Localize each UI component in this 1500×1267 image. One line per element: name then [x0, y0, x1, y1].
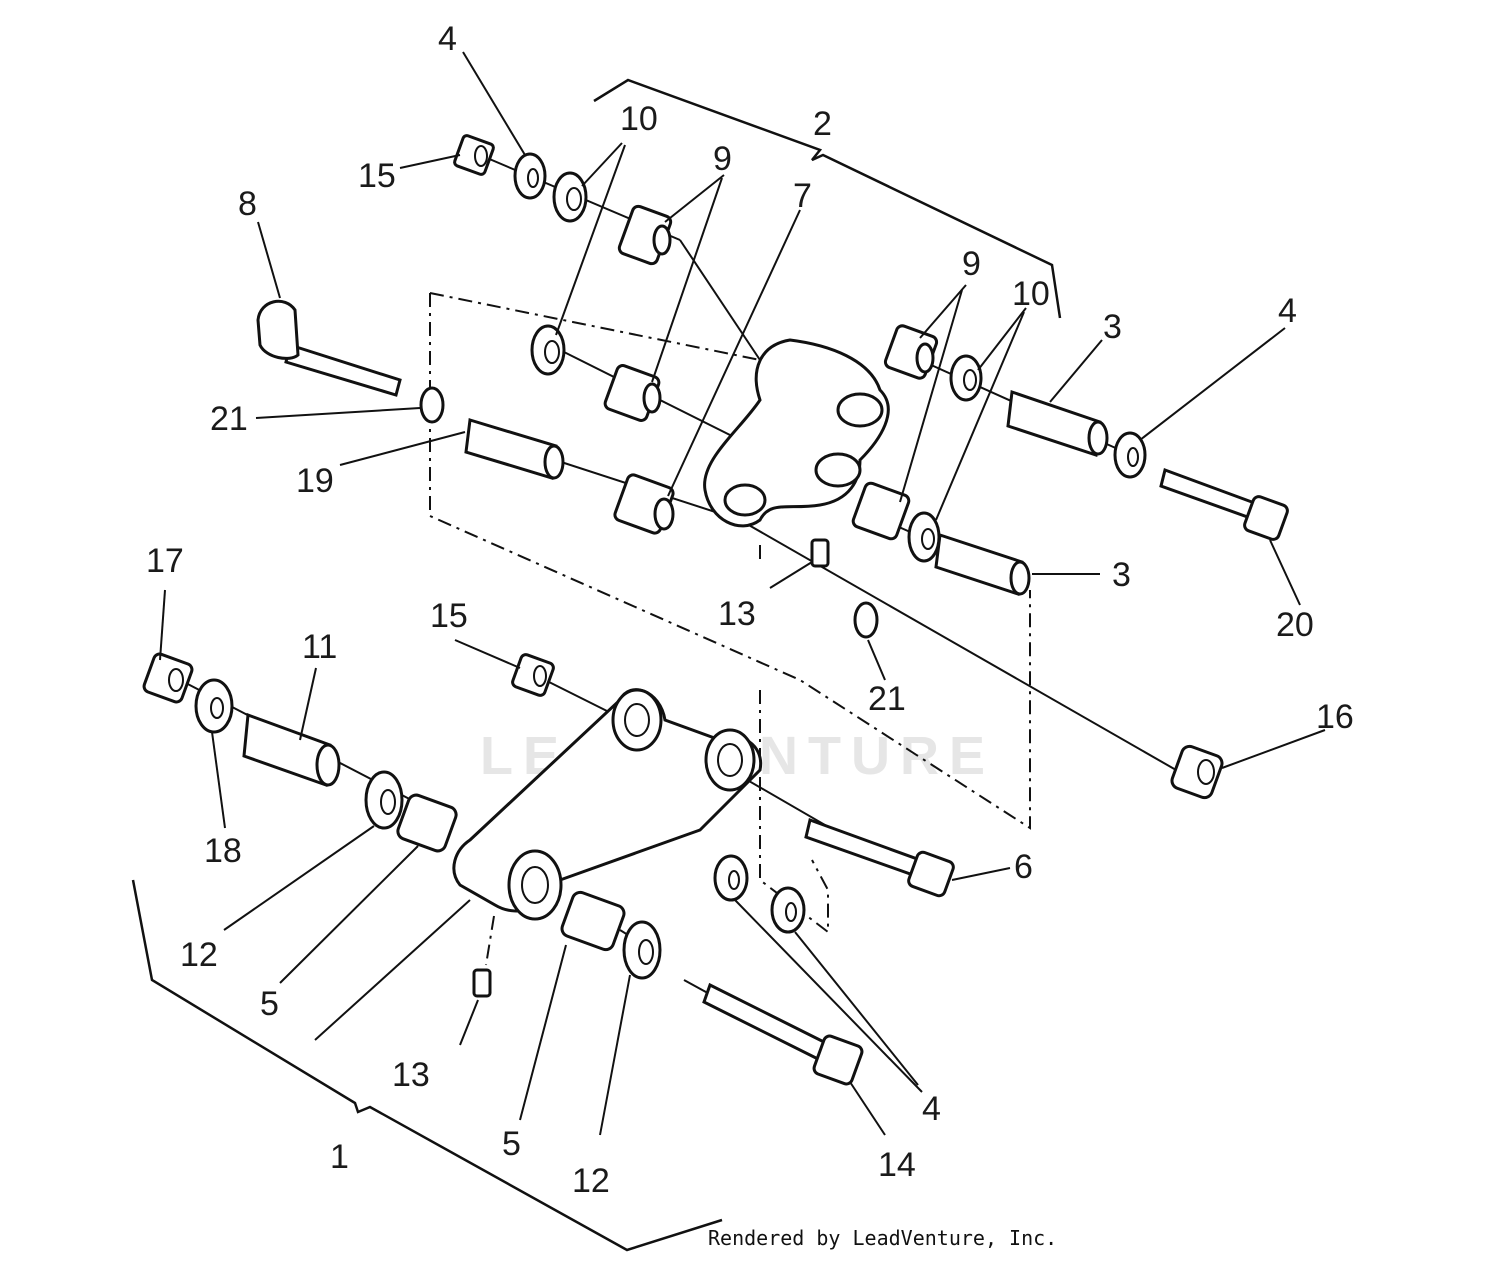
callout-5-right: 5 — [502, 1125, 521, 1163]
grease-fitting-13-upper — [810, 538, 830, 568]
callout-21-left: 21 — [210, 400, 248, 438]
callout-4-top: 4 — [438, 20, 457, 58]
callout-14: 14 — [878, 1146, 916, 1184]
callout-12-left: 12 — [180, 936, 218, 974]
sleeve-19 — [464, 418, 565, 480]
callout-4-right: 4 — [1278, 292, 1297, 330]
lower-link-body — [452, 688, 763, 921]
nut-17 — [142, 652, 194, 704]
callout-16: 16 — [1316, 698, 1354, 736]
bolt-14 — [702, 982, 864, 1086]
bracket-assembly-1 — [131, 879, 723, 1252]
grease-fitting-13-lower — [472, 968, 492, 998]
bracket-assembly-2 — [593, 78, 1062, 319]
callout-3-lower: 3 — [1112, 556, 1131, 594]
dashed-outline-lower — [485, 545, 829, 966]
washer-4-lower-left — [713, 854, 749, 902]
sleeve-3-upper — [1006, 389, 1109, 457]
callout-19: 19 — [296, 462, 334, 500]
washer-18 — [194, 678, 234, 734]
bushing-9-right — [883, 324, 939, 380]
bushing-5-left — [396, 793, 458, 853]
bushing-7 — [613, 473, 675, 535]
callout-8: 8 — [238, 185, 257, 223]
bearing-12-right — [622, 920, 662, 980]
bearing-12-left — [364, 770, 404, 830]
leader-lines — [159, 51, 1326, 1136]
bushing-5-right — [560, 890, 626, 952]
callout-11: 11 — [302, 628, 337, 666]
callout-9-top: 9 — [713, 140, 732, 178]
callout-5-left: 5 — [260, 985, 279, 1023]
callout-9-right: 9 — [962, 245, 981, 283]
callout-15-top: 15 — [358, 157, 396, 195]
bushing-9-top — [617, 204, 673, 266]
callout-10-top: 10 — [620, 100, 658, 138]
nut-15-top — [453, 134, 495, 176]
callout-7: 7 — [793, 177, 812, 215]
callout-21-right: 21 — [868, 680, 906, 718]
callout-4-lower: 4 — [922, 1090, 941, 1128]
oring-21-left — [419, 386, 445, 424]
callout-3-upper: 3 — [1103, 308, 1122, 346]
bushing-9-lower-right — [851, 481, 911, 541]
nut-15-lower — [511, 653, 555, 697]
callout-2: 2 — [813, 105, 832, 143]
callout-1: 1 — [330, 1138, 349, 1176]
callout-13-lower: 13 — [392, 1056, 430, 1094]
washer-4-top — [513, 152, 547, 200]
bolt-8 — [256, 299, 402, 397]
nut-16 — [1170, 744, 1224, 800]
bearing-10-lower-right — [907, 511, 941, 563]
bushing-9-middle — [603, 364, 662, 422]
upper-link-body — [703, 338, 890, 528]
callout-17: 17 — [146, 542, 184, 580]
credit-text: Rendered by LeadVenture, Inc. — [708, 1226, 1058, 1250]
callout-13-upper: 13 — [718, 595, 756, 633]
callout-15-lower: 15 — [430, 597, 468, 635]
sleeve-3-lower — [934, 533, 1031, 596]
callout-labels: 1 2 3 3 4 4 4 5 5 6 7 8 9 9 10 10 11 12 … — [146, 20, 1354, 1200]
bearing-10-top — [552, 171, 588, 223]
bolt-6 — [804, 818, 955, 898]
oring-21-right — [853, 601, 879, 639]
bearing-10-right — [949, 354, 983, 402]
washer-4-lower-right — [770, 886, 806, 934]
callout-18: 18 — [204, 832, 242, 870]
callout-12-right: 12 — [572, 1162, 610, 1200]
washer-4-right — [1113, 431, 1147, 479]
callout-6: 6 — [1014, 848, 1033, 886]
callout-10-right: 10 — [1012, 275, 1050, 313]
bearing-10-middle — [530, 324, 566, 376]
bolt-20 — [1159, 468, 1289, 541]
sleeve-11 — [242, 712, 341, 788]
callout-20: 20 — [1276, 606, 1314, 644]
